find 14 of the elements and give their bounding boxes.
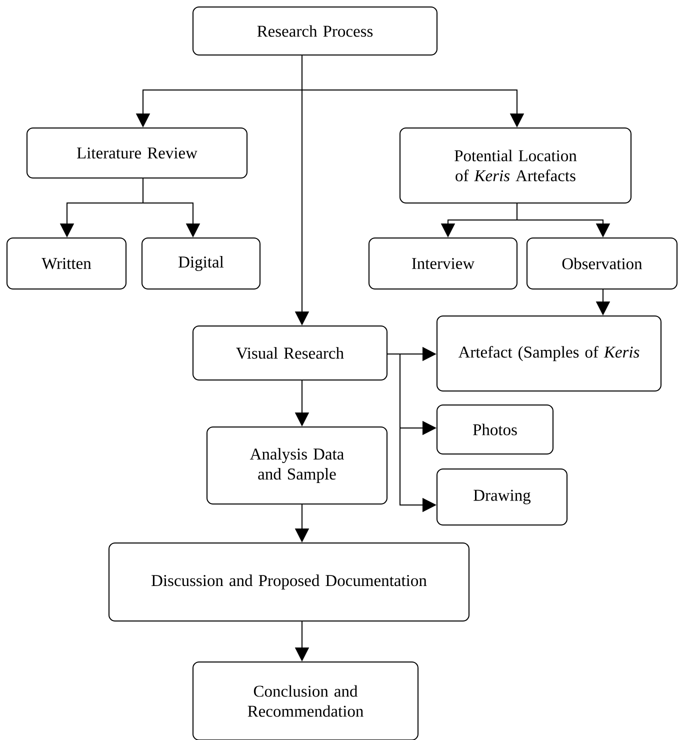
process-box: Discussion and Proposed Documentation (108, 542, 470, 622)
process-box: Digital (142, 238, 260, 290)
process-box: Conclusion and Recommendation (192, 662, 418, 740)
process-box: Written (6, 238, 126, 290)
process-box: Literature Review (26, 128, 248, 178)
process-box: Analysis Data and Sample (206, 426, 388, 504)
process-box: Potential Location of Keris Artefacts (400, 128, 632, 204)
process-box: Research Process (192, 6, 438, 56)
process-box: Artefact (Samples of Keris (436, 316, 662, 392)
process-box: Photos (436, 404, 554, 454)
process-box: Visual Research (192, 326, 388, 380)
process-box: Observation (526, 238, 678, 290)
process-box: Drawing (436, 468, 568, 526)
process-box: Interview (368, 238, 518, 290)
